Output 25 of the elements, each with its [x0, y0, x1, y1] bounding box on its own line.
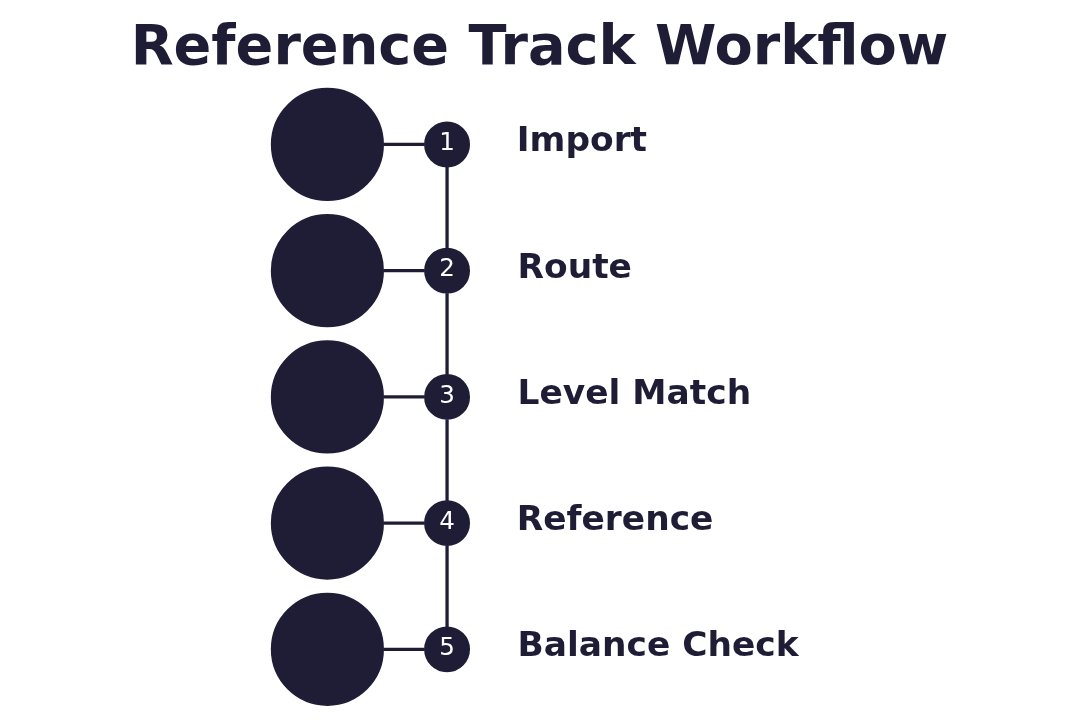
connector	[444, 166, 449, 249]
connector	[444, 419, 449, 501]
node-label: Level Match	[517, 371, 751, 412]
node-label: Import	[516, 119, 647, 160]
connector	[383, 521, 425, 525]
node-circle: 3	[423, 373, 470, 420]
node-circle: 2	[423, 247, 470, 294]
diagram-title: Reference Track Workflow	[130, 12, 948, 78]
node-circle	[270, 87, 384, 201]
node-label: Balance Check	[517, 624, 799, 665]
connector	[444, 293, 449, 375]
node-label: Reference	[516, 498, 713, 539]
node-circle: 4	[423, 500, 470, 547]
connector	[444, 545, 449, 628]
connector	[383, 142, 425, 147]
node-circle	[270, 340, 384, 454]
node-circle	[270, 466, 384, 580]
node-label: Route	[517, 245, 632, 286]
connector	[383, 269, 425, 273]
connector	[383, 647, 425, 651]
node-circle: 1	[423, 121, 470, 168]
node-circle	[270, 214, 384, 328]
node-circle	[270, 592, 384, 706]
connector	[383, 395, 425, 399]
node-circle: 5	[423, 626, 470, 673]
